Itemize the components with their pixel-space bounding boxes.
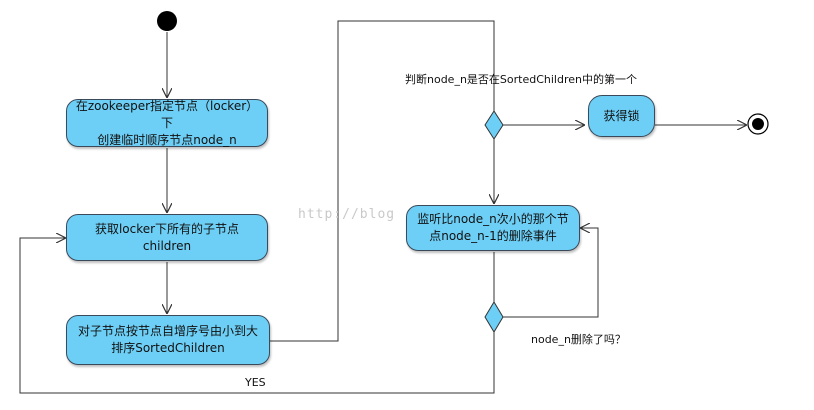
node-get-children: 获取locker下所有的子节点children [66,214,268,261]
watermark-text: http://blog [298,207,396,222]
edge-yes-back-to-children [19,238,495,394]
edge-sort-to-decision [270,20,495,342]
node-acquire-lock: 获得锁 [588,95,655,137]
node-watch-delete: 监听比node_n次小的那个节 点node_n-1的删除事件 [406,205,580,251]
end-node-core [752,118,764,130]
start-node [157,11,177,31]
label-is-first-question: 判断node_n是否在SortedChildren中的第一个 [405,73,637,86]
decision-is-first [484,110,504,140]
label-yes: YES [245,376,266,389]
decision-deleted [484,301,504,333]
node-create-sequential: 在zookeeper指定节点（locker）下 创建临时顺序节点node_n [66,99,268,147]
label-deleted-question: node_n删除了吗？ [531,333,626,346]
node-sort-children: 对子节点按节点自增序号由小到大 排序SortedChildren [66,315,270,365]
edge-loop-not-deleted [503,228,599,318]
